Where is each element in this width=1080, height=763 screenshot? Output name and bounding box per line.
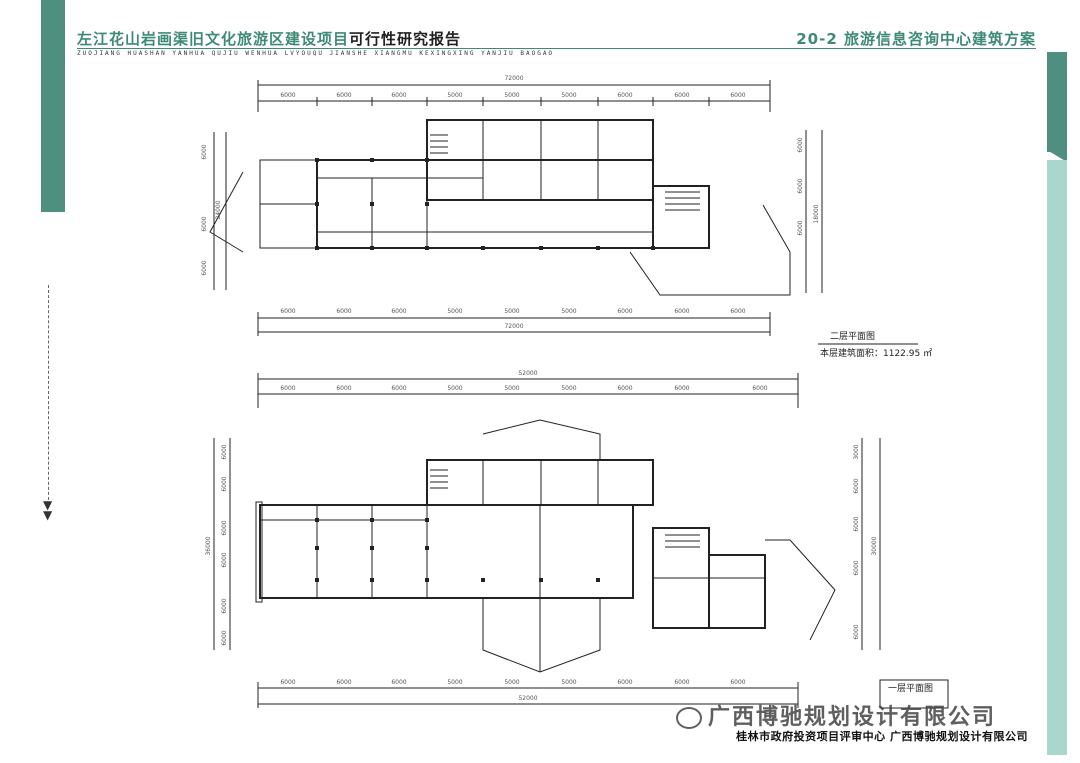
top-dim-5: 5000 <box>504 92 519 99</box>
bottom-right-dim-2: 6000 <box>853 478 860 493</box>
bottom-left-dim-4: 6000 <box>221 552 228 567</box>
bottom-bottom-dim-8: 6000 <box>674 679 689 686</box>
top-plan-title: 二层平面图 <box>830 331 875 342</box>
title-report: 可行性研究报告 <box>349 30 462 48</box>
bottom-bottom-dim-7: 6000 <box>617 679 632 686</box>
top-bottom-dim-6: 5000 <box>561 308 576 315</box>
top-dim-1: 6000 <box>280 92 295 99</box>
top-left-dim-2: 6000 <box>201 216 208 231</box>
top-dim-3: 6000 <box>391 92 406 99</box>
top-dim-7: 6000 <box>617 92 632 99</box>
bottom-right-dim-4: 6000 <box>853 560 860 575</box>
header-rule <box>77 48 1036 49</box>
bottom-right-dim-5: 6000 <box>853 624 860 639</box>
bottom-right-dim-3: 6000 <box>853 516 860 531</box>
top-dim-4: 5000 <box>447 92 462 99</box>
top-dim-6: 5000 <box>561 92 576 99</box>
bottom-bottom-dim-5: 5000 <box>504 679 519 686</box>
top-bottom-dim-8: 6000 <box>674 308 689 315</box>
top-right-total: 18000 <box>813 204 820 223</box>
double-chevron-down-icon: ▼▼ <box>43 498 53 522</box>
bottom-left-dim-3: 6000 <box>221 520 228 535</box>
document-title: 左江花山岩画渠旧文化旅游区建设项目可行性研究报告 <box>77 28 461 49</box>
top-bottom-dim-1: 6000 <box>280 308 295 315</box>
bottom-dim-3: 6000 <box>391 385 406 392</box>
top-overall-dim: 72000 <box>504 75 523 82</box>
top-dim-8: 6000 <box>674 92 689 99</box>
watermark: 广西博驰规划设计有限公司 <box>676 699 996 731</box>
bottom-left-total: 36000 <box>205 536 212 555</box>
bottom-dim-5: 5000 <box>504 385 519 392</box>
bottom-dim-6: 5000 <box>561 385 576 392</box>
top-bottom-dim-9: 6000 <box>730 308 745 315</box>
bottom-right-total: 30000 <box>871 536 878 555</box>
bottom-dim-4: 5000 <box>447 385 462 392</box>
top-bottom-dim-3: 6000 <box>391 308 406 315</box>
bottom-bottom-dim-3: 6000 <box>391 679 406 686</box>
top-dim-9: 6000 <box>730 92 745 99</box>
top-bottom-dim-4: 5000 <box>447 308 462 315</box>
top-bottom-dim-7: 6000 <box>617 308 632 315</box>
bottom-left-dim-2: 6000 <box>221 476 228 491</box>
bottom-dim-7: 6000 <box>617 385 632 392</box>
bottom-bottom-dim-4: 5000 <box>447 679 462 686</box>
section-title: 20-2 旅游信息咨询中心建筑方案 <box>796 30 1036 48</box>
right-accent-strip-dark <box>1047 52 1067 152</box>
bottom-bottom-dim-2: 6000 <box>336 679 351 686</box>
bottom-right-dim-1: 3000 <box>853 444 860 459</box>
page-flow-rail <box>48 285 50 505</box>
bottom-bottom-dim-6: 5000 <box>561 679 576 686</box>
top-plan-area: 本层建筑面积：1122.95 ㎡ <box>820 347 932 359</box>
top-right-dim-2: 6000 <box>797 178 804 193</box>
right-accent-strip-light <box>1047 160 1067 755</box>
footer-credit: 桂林市政府投资项目评审中心 广西博驰规划设计有限公司 <box>736 730 1028 743</box>
bottom-plan-title: 一层平面图 <box>888 683 933 694</box>
bottom-bottom-dim-1: 6000 <box>280 679 295 686</box>
bottom-left-dim-1: 6000 <box>221 444 228 459</box>
top-left-dim-1: 6000 <box>201 144 208 159</box>
left-accent-bar <box>41 0 65 212</box>
bottom-bottom-dim-9: 6000 <box>730 679 745 686</box>
top-right-dim-3: 6000 <box>797 220 804 235</box>
top-left-total: 24000 <box>215 200 222 219</box>
top-dim-2: 6000 <box>336 92 351 99</box>
bottom-dim-9: 6000 <box>752 385 767 392</box>
bottom-overall-dim: 52000 <box>518 370 537 377</box>
right-accent-notch <box>1047 150 1067 162</box>
bottom-dim-2: 6000 <box>336 385 351 392</box>
bottom-bottom-overall-dim: 52000 <box>518 695 537 702</box>
title-project: 左江花山岩画渠旧文化旅游区建设项目 <box>77 30 350 48</box>
top-left-dim-3: 6000 <box>201 260 208 275</box>
bottom-dim-1: 6000 <box>280 385 295 392</box>
top-bottom-dim-2: 6000 <box>336 308 351 315</box>
watermark-text: 广西博驰规划设计有限公司 <box>708 705 997 730</box>
top-bottom-dim-5: 5000 <box>504 308 519 315</box>
top-right-dim-1: 6000 <box>797 137 804 152</box>
bottom-left-dim-6: 6000 <box>221 630 228 645</box>
document-subtitle: ZUOJIANG HUASHAN YANHUA QUJIU WENHUA LVY… <box>77 50 555 57</box>
bottom-left-dim-5: 6000 <box>221 598 228 613</box>
wechat-icon <box>676 707 702 729</box>
top-bottom-overall-dim: 72000 <box>504 323 523 330</box>
bottom-dim-8: 6000 <box>674 385 689 392</box>
